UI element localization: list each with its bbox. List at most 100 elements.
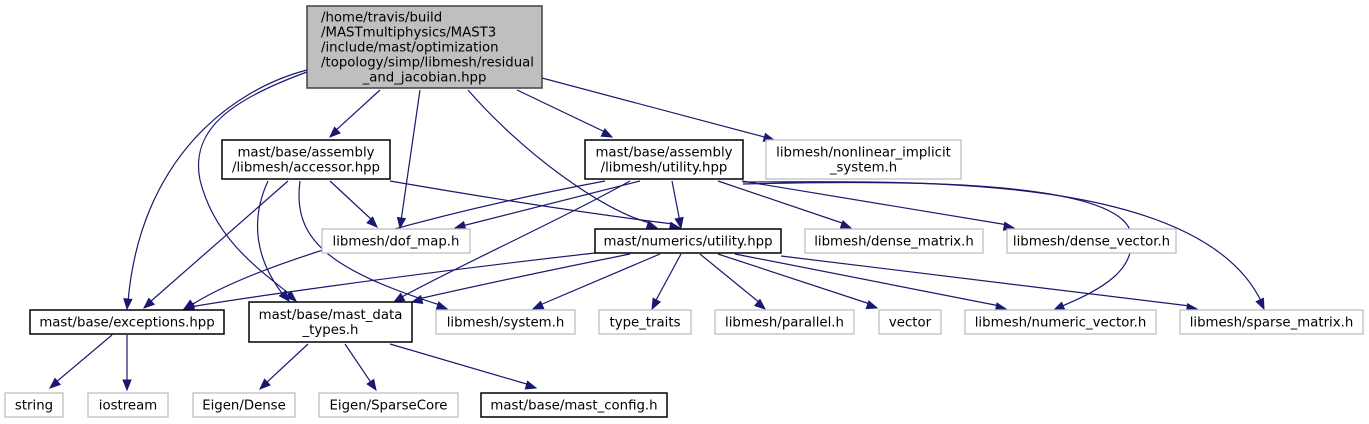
node-mast_config[interactable]: mast/base/mast_config.h — [480, 392, 668, 418]
node-label: /MASTmultiphysics/MAST3 — [321, 26, 496, 41]
edge-line — [780, 255, 1191, 307]
arrowhead-icon — [284, 290, 298, 302]
node-box — [192, 392, 296, 418]
node-label: libmesh/nonlinear_implicit — [776, 146, 951, 161]
node-box — [4, 392, 64, 418]
node-box — [584, 139, 744, 180]
edge-line — [329, 180, 373, 221]
node-box — [765, 139, 962, 180]
edge-root-to-dof_map — [396, 89, 421, 230]
node-parallel: libmesh/parallel.h — [714, 309, 855, 335]
edge-num_utility-to-vector — [717, 253, 879, 310]
node-box — [878, 309, 942, 335]
node-data_types[interactable]: mast/base/mast_data_types.h — [248, 301, 413, 343]
node-label: libmesh/parallel.h — [725, 316, 844, 331]
edge-asm_utility-to-num_utility — [671, 180, 684, 230]
arrowhead-icon — [651, 297, 662, 311]
edge-data_types-to-eigen_sparse — [344, 343, 377, 392]
edge-line — [389, 180, 674, 225]
node-label: /libmesh/utility.hpp — [601, 161, 728, 176]
edge-exceptions-to-iostream — [122, 335, 132, 392]
edge-line — [127, 69, 308, 303]
node-label: _system.h — [829, 161, 897, 176]
node-iostream: iostream — [87, 392, 169, 418]
arrowhead-icon — [531, 300, 545, 310]
node-box — [318, 392, 459, 418]
arrowhead-icon — [122, 379, 132, 392]
node-label: mast/numerics/utility.hpp — [603, 235, 772, 250]
node-box — [480, 392, 668, 418]
edge-line — [741, 180, 1009, 226]
edge-line — [717, 253, 871, 305]
node-exceptions[interactable]: mast/base/exceptions.hpp — [29, 309, 225, 335]
edge-line — [149, 180, 289, 303]
edge-asm_utility-to-dense_matrix — [717, 180, 853, 229]
edge-line — [467, 89, 651, 224]
edge-line — [54, 334, 113, 384]
node-label: /include/mast/optimization — [321, 41, 499, 56]
node-box — [594, 228, 782, 254]
edge-line — [257, 180, 286, 298]
edge-root-to-data_types — [198, 71, 308, 302]
node-box — [964, 309, 1157, 335]
node-label: iostream — [99, 399, 157, 414]
node-label: /libmesh/accessor.hpp — [232, 161, 380, 176]
node-label: string — [15, 399, 53, 414]
edge-line — [671, 180, 681, 223]
arrowhead-icon — [453, 220, 467, 231]
node-label: mast/base/mast_data — [259, 308, 403, 323]
arrowhead-icon — [329, 126, 341, 138]
node-root[interactable]: /home/travis/build/MASTmultiphysics/MAST… — [306, 5, 543, 89]
node-box — [435, 309, 576, 335]
node-label: libmesh/system.h — [447, 316, 565, 331]
node-box — [321, 228, 471, 254]
arrowhead-icon — [366, 378, 377, 392]
edge-exceptions-to-string — [48, 334, 113, 389]
node-dense_matrix: libmesh/dense_matrix.h — [804, 228, 984, 254]
edge-line — [189, 252, 596, 308]
edge-asm_utility-to-dof_map — [453, 180, 641, 231]
node-box — [248, 301, 413, 343]
node-vector: vector — [878, 309, 942, 335]
node-type_traits: type_traits — [598, 309, 692, 335]
node-accessor[interactable]: mast/base/assembly/libmesh/accessor.hpp — [221, 139, 391, 180]
node-numeric_vector: libmesh/numeric_vector.h — [964, 309, 1157, 335]
node-asm_utility[interactable]: mast/base/assembly/libmesh/utility.hpp — [584, 139, 744, 180]
node-label: libmesh/dof_map.h — [333, 235, 460, 250]
node-box — [221, 139, 391, 180]
node-sparse_matrix: libmesh/sparse_matrix.h — [1179, 309, 1364, 335]
node-box — [804, 228, 984, 254]
edge-line — [742, 181, 1263, 304]
node-label: Eigen/Dense — [202, 399, 286, 414]
edge-root-to-accessor — [329, 89, 381, 138]
node-label: libmesh/dense_vector.h — [1013, 235, 1170, 250]
node-label: /home/travis/build — [321, 11, 442, 26]
node-label: vector — [889, 316, 932, 331]
node-box — [598, 309, 692, 335]
node-label: mast/base/assembly — [237, 146, 374, 161]
node-dof_map: libmesh/dof_map.h — [321, 228, 471, 254]
edge-root-to-nonlinear — [541, 77, 776, 142]
edge-accessor-to-exceptions — [142, 180, 289, 309]
edge-num_utility-to-parallel — [699, 253, 767, 310]
node-box — [306, 5, 543, 89]
edge-asm_utility-to-sparse_matrix — [742, 181, 1265, 311]
node-label: _and_jacobian.hpp — [362, 71, 487, 86]
node-num_utility[interactable]: mast/numerics/utility.hpp — [594, 228, 782, 254]
node-label: mast/base/mast_config.h — [490, 399, 657, 414]
node-label: libmesh/numeric_vector.h — [975, 316, 1147, 331]
edges-layer — [48, 69, 1265, 392]
arrowhead-icon — [1052, 301, 1066, 311]
arrowhead-icon — [524, 380, 538, 390]
arrowhead-icon — [435, 301, 449, 311]
arrowhead-icon — [48, 377, 62, 389]
arrowhead-icon — [410, 294, 424, 305]
edge-asm_utility-to-dense_vector — [741, 180, 1016, 231]
edge-line — [264, 343, 309, 385]
edge-accessor-to-num_utility — [389, 180, 682, 231]
nodes-layer: /home/travis/build/MASTmultiphysics/MAST… — [4, 5, 1364, 418]
arrowhead-icon — [259, 378, 271, 390]
edge-num_utility-to-type_traits — [651, 253, 682, 311]
arrowhead-icon — [674, 216, 684, 230]
edge-root-to-exceptions — [123, 69, 308, 311]
